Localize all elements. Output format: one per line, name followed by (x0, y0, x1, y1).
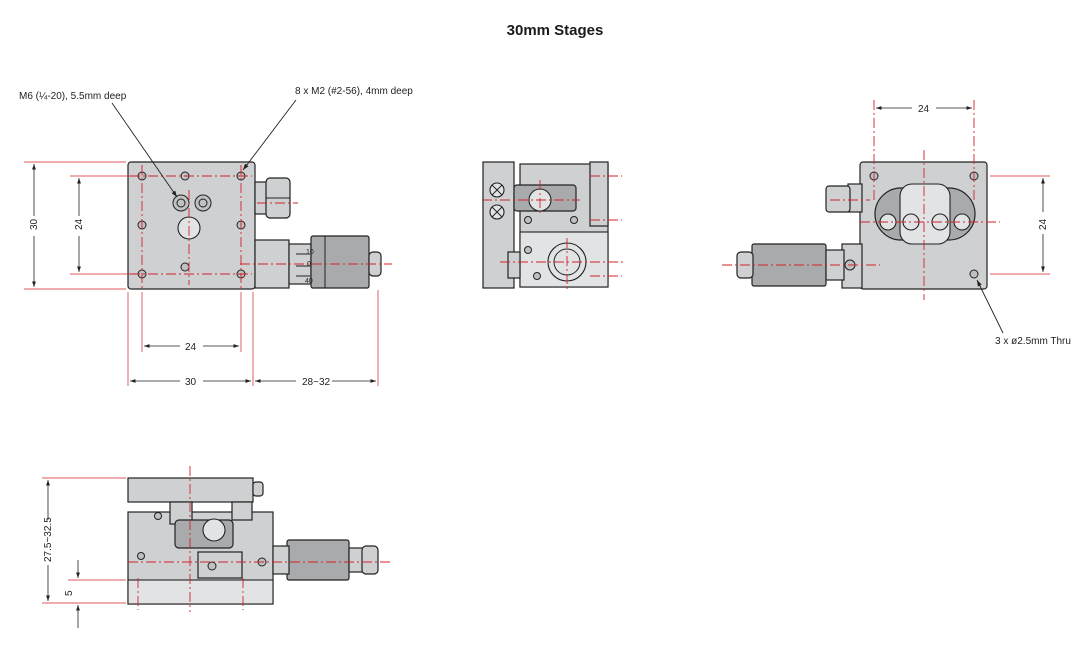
dim-right-height: 24 (1038, 218, 1049, 230)
dim-top-inner-width: 24 (185, 342, 197, 353)
dim-side-base: 5 (64, 590, 75, 596)
top-view: 10 0 40 M6 (¼-20), 5.5mm deep 8 x M2 (#2… (19, 86, 413, 388)
dim-top-width: 30 (185, 377, 197, 388)
side-view: 27.5~32.5 5 (42, 466, 390, 628)
callout-thru: 3 x ø2.5mm Thru (995, 336, 1071, 347)
micrometer-scale-10: 10 (306, 249, 314, 256)
drawing-title: 30mm Stages (506, 22, 604, 39)
top-lock-knob-base (254, 181, 268, 215)
dim-right-top-width: 24 (918, 104, 930, 115)
side-base (127, 579, 274, 605)
side-micrometer-thimble (286, 539, 350, 581)
callout-m6: M6 (¼-20), 5.5mm deep (19, 90, 127, 102)
dim-top-height: 30 (29, 218, 40, 230)
dim-travel: 28~32 (302, 377, 331, 388)
middle-post (507, 251, 521, 279)
dim-top-inner-height: 24 (74, 218, 85, 230)
top-m6-hole-left (172, 194, 190, 212)
micrometer-scale-40: 40 (305, 278, 313, 285)
middle-clamp (589, 161, 609, 227)
side-top-carriage (127, 477, 254, 503)
micrometer-scale-0: 0 (307, 261, 311, 268)
dim-side-height: 27.5~32.5 (43, 517, 54, 562)
callout-m2: 8 x M2 (#2-56), 4mm deep (295, 86, 413, 97)
right-knob (825, 185, 851, 213)
right-view: 24 24 3 x ø2.5mm Thru (722, 100, 1071, 347)
middle-view (482, 161, 625, 290)
top-m6-hole-right (194, 194, 212, 212)
micrometer-thimble (310, 235, 370, 289)
